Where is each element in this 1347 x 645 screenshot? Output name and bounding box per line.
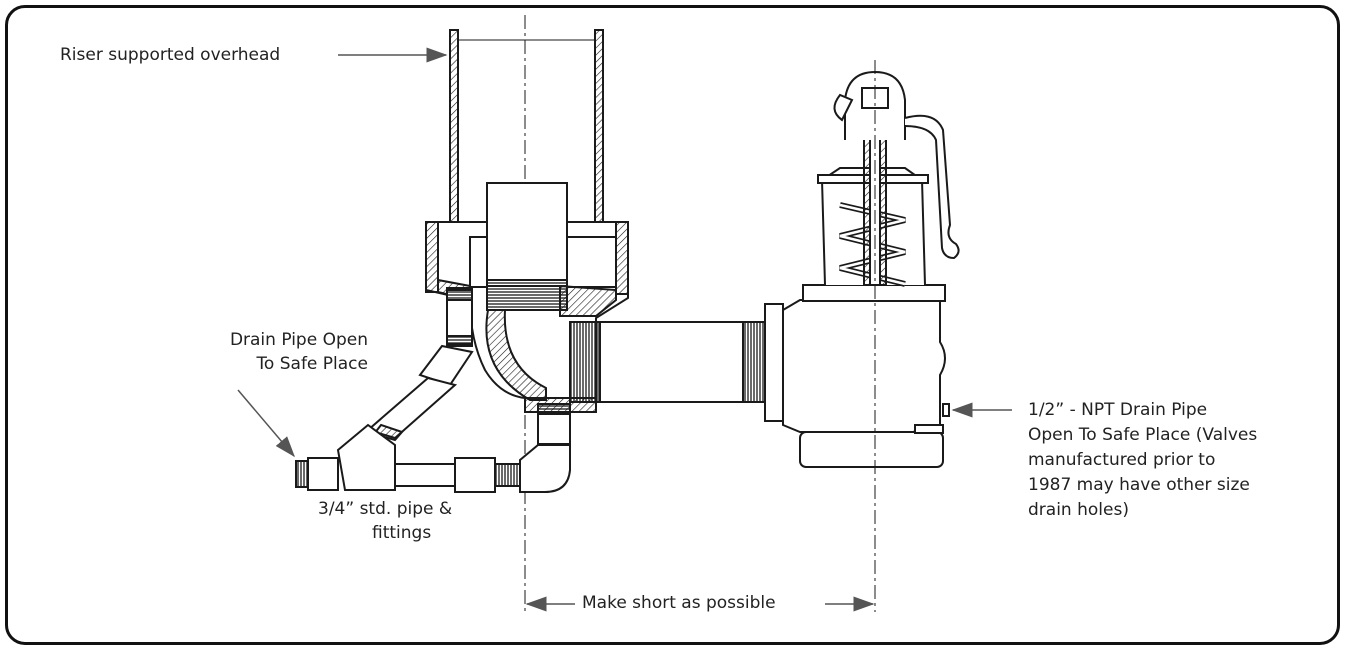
drain-open-label-line-1: Drain Pipe Open	[229, 330, 368, 350]
drain-open-label-line-2: To Safe Place	[256, 354, 368, 374]
drain-piping	[295, 287, 571, 493]
npt-label-line-5: drain holes)	[1028, 500, 1129, 520]
riser-flange	[425, 182, 629, 413]
fittings-label-line-1: 3/4” std. pipe &	[318, 499, 453, 519]
drain-leader-arrow	[237, 389, 295, 458]
npt-label-line-2: Open To Safe Place (Valves	[1028, 425, 1258, 445]
valve-bonnet	[817, 60, 960, 612]
inlet-nipple	[569, 303, 784, 422]
drain-hole-plug	[942, 403, 950, 417]
npt-label-line-1: 1/2” - NPT Drain Pipe	[1028, 400, 1208, 420]
npt-label-line-4: 1987 may have other size	[1028, 475, 1250, 495]
make-short-label: Make short as possible	[582, 593, 776, 613]
safety-valve-body	[782, 284, 950, 468]
fittings-label-line-2: fittings	[372, 523, 432, 543]
npt-label-line-3: manufactured prior to	[1028, 450, 1216, 470]
riser-label: Riser supported overhead	[60, 45, 281, 65]
